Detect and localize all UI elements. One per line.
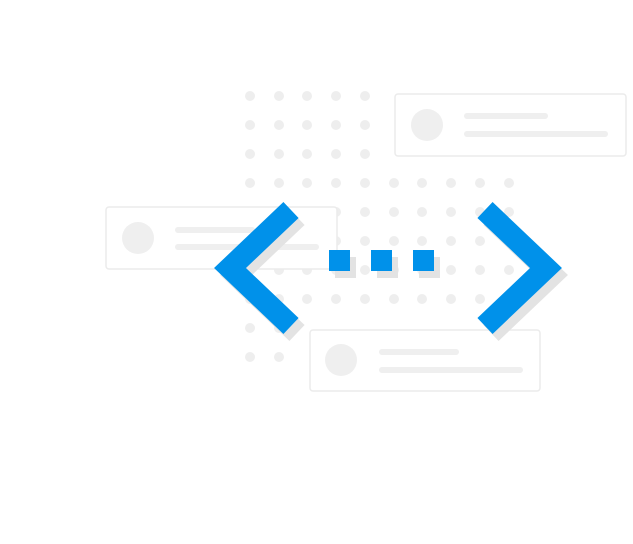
text-line-placeholder [379, 367, 523, 373]
grid-dot [504, 265, 514, 275]
ellipsis-dot [371, 250, 392, 271]
text-line-placeholder [464, 113, 548, 119]
code-brackets-icon [214, 202, 562, 334]
grid-dot [245, 120, 255, 130]
grid-dot [302, 91, 312, 101]
avatar-placeholder [122, 222, 154, 254]
grid-dot [245, 91, 255, 101]
placeholder-card-left [105, 206, 338, 270]
grid-dot [360, 178, 370, 188]
grid-dot [475, 265, 485, 275]
grid-dot [302, 149, 312, 159]
grid-dot [417, 207, 427, 217]
grid-dot [446, 207, 456, 217]
grid-dot [274, 120, 284, 130]
right-angle-bracket [477, 202, 562, 334]
grid-dot [475, 178, 485, 188]
grid-dot [360, 265, 370, 275]
grid-dot [475, 236, 485, 246]
placeholder-card-bottom [309, 329, 541, 392]
grid-dot [360, 91, 370, 101]
grid-dot [331, 294, 341, 304]
ellipsis-dot [329, 250, 350, 271]
ellipsis-dot [413, 250, 434, 271]
grid-dot [389, 236, 399, 246]
avatar-placeholder [411, 109, 443, 141]
grid-dot [302, 120, 312, 130]
grid-dot [504, 207, 514, 217]
grid-dot [302, 294, 312, 304]
grid-dot [446, 294, 456, 304]
grid-dot [360, 120, 370, 130]
grid-dot [446, 265, 456, 275]
grid-dot [360, 207, 370, 217]
grid-dot [360, 294, 370, 304]
grid-dot [389, 207, 399, 217]
grid-dot [274, 91, 284, 101]
grid-dot [245, 149, 255, 159]
text-line-placeholder [464, 131, 608, 137]
text-line-placeholder [175, 227, 255, 233]
left-angle-bracket [214, 202, 299, 334]
grid-dot [360, 149, 370, 159]
grid-dot [389, 178, 399, 188]
text-line-placeholder [379, 349, 459, 355]
grid-dot [417, 236, 427, 246]
grid-dot [274, 178, 284, 188]
grid-dot [504, 178, 514, 188]
grid-dot [245, 178, 255, 188]
grid-dot [331, 91, 341, 101]
grid-dot [389, 294, 399, 304]
grid-dot [331, 149, 341, 159]
grid-dot [331, 120, 341, 130]
grid-dot [274, 352, 284, 362]
placeholder-card-top [394, 93, 627, 157]
grid-dot [245, 323, 255, 333]
grid-dot [274, 149, 284, 159]
grid-dot [417, 178, 427, 188]
grid-dot [360, 236, 370, 246]
grid-dot [446, 236, 456, 246]
grid-dot [331, 178, 341, 188]
card-frame [309, 329, 541, 392]
card-frame [394, 93, 627, 157]
grid-dot [302, 178, 312, 188]
grid-dot [417, 294, 427, 304]
grid-dot [446, 178, 456, 188]
grid-dot [245, 352, 255, 362]
avatar-placeholder [325, 344, 357, 376]
grid-dot [475, 294, 485, 304]
